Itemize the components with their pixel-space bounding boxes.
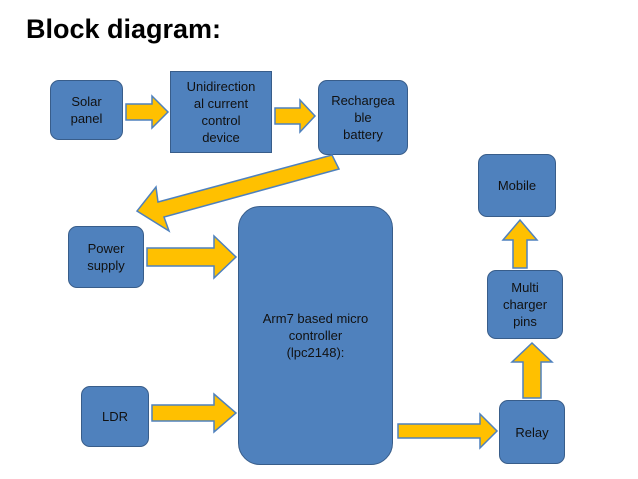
- arrow-ldr-to-controller: [151, 392, 238, 434]
- arm7-controller-block: Arm7 based micro controller (lpc2148):: [238, 206, 393, 465]
- arrow-charger-pins-to-mobile: [501, 218, 539, 269]
- arrow-relay-to-charger-pins: [510, 341, 554, 399]
- power-supply-label: Power supply: [87, 241, 125, 273]
- arrow-battery-to-power-supply: [135, 154, 341, 233]
- rechargeable-battery-block: Rechargea ble battery: [318, 80, 408, 155]
- relay-label: Relay: [515, 424, 549, 440]
- ldr-block: LDR: [81, 386, 149, 447]
- unidirectional-current-control-label: Unidirection al current control device: [186, 79, 256, 145]
- multi-charger-pins-block: Multi charger pins: [487, 270, 563, 339]
- multi-charger-pins-label: Multi charger pins: [502, 280, 548, 329]
- solar-panel-label: Solar panel: [70, 94, 103, 126]
- unidirectional-current-control-block: Unidirection al current control device: [170, 71, 272, 153]
- mobile-block: Mobile: [478, 154, 556, 217]
- relay-block: Relay: [499, 400, 565, 464]
- arrow-power-supply-to-controller: [146, 234, 238, 280]
- arrow-control-to-battery: [274, 98, 317, 134]
- mobile-label: Mobile: [497, 178, 537, 193]
- arrow-controller-to-relay: [397, 412, 499, 450]
- arrow-solar-to-controller: [125, 94, 170, 130]
- diagram-title: Block diagram:: [26, 14, 222, 44]
- ldr-label: LDR: [101, 409, 128, 424]
- solar-panel-block: Solar panel: [50, 80, 123, 140]
- rechargeable-battery-label: Rechargea ble battery: [331, 93, 395, 142]
- power-supply-block: Power supply: [68, 226, 144, 288]
- arm7-controller-label: Arm7 based micro controller (lpc2148):: [262, 311, 369, 360]
